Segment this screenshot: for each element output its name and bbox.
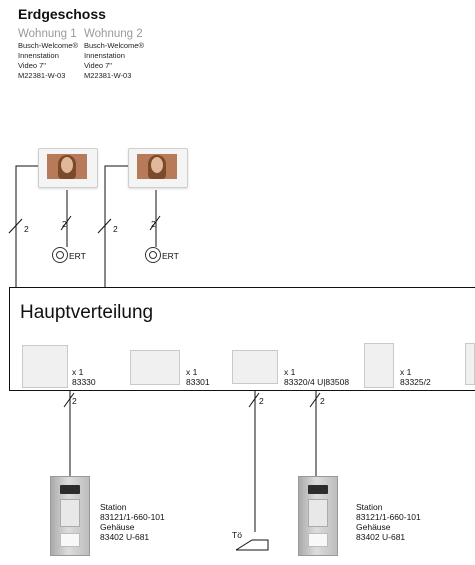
door-opener-label: Tö: [232, 530, 242, 540]
station-line: 83402 U-681: [100, 532, 150, 542]
camera-icon: [308, 485, 328, 494]
device-qty: x 1: [284, 367, 296, 377]
station-line: Gehäuse: [356, 522, 391, 532]
device-code: 83325/2: [400, 377, 431, 387]
device-qty: x 1: [186, 367, 198, 377]
unit-wohnung-1: Wohnung 1 Busch-Welcome® Innenstation Vi…: [18, 28, 78, 81]
ert-label: ERT: [69, 251, 86, 261]
station-line: 83121/1-660-101: [100, 512, 165, 522]
wire-count: 2: [151, 219, 156, 229]
ert-label: ERT: [162, 251, 179, 261]
monitor-screen: [47, 154, 87, 179]
ert-icon: [52, 247, 68, 263]
wire-count: 2: [320, 396, 325, 406]
station-2-info: Station 83121/1-660-101 Gehäuse 83402 U-…: [356, 502, 421, 542]
station-line: 83121/1-660-101: [356, 512, 421, 522]
indoor-monitor-2: [128, 148, 188, 188]
wire-wohnung-1: [15, 165, 38, 287]
station-line: Station: [356, 502, 383, 512]
unit-line: Busch-Welcome®: [84, 41, 144, 50]
unit-line: Innenstation: [84, 51, 125, 60]
door-opener-symbol: [235, 539, 269, 551]
distribution-title: Hauptverteilung: [20, 302, 154, 323]
unit-wohnung-2: Wohnung 2 Busch-Welcome® Innenstation Vi…: [84, 28, 144, 81]
device-code: 83320/4 U|83508: [284, 377, 350, 387]
device-code: 83301: [186, 377, 210, 387]
wire-count: 2: [62, 219, 67, 229]
wire-slash: [63, 392, 75, 408]
device-83301: [130, 350, 180, 385]
wire-count: 2: [24, 224, 29, 234]
wire-wohnung-2: [104, 165, 130, 287]
wire-slash: [60, 215, 72, 231]
wire-count: 2: [72, 396, 77, 406]
station-line: Gehäuse: [100, 522, 135, 532]
camera-icon: [60, 485, 80, 494]
device-code: 83330: [72, 377, 96, 387]
name-card: [308, 533, 328, 547]
station-line: 83402 U-681: [356, 532, 406, 542]
name-card: [60, 533, 80, 547]
ert-icon: [145, 247, 161, 263]
page-title: Erdgeschoss: [18, 6, 106, 22]
device-partial: [465, 343, 475, 385]
indoor-monitor-1: [38, 148, 98, 188]
wire-slash: [248, 392, 260, 408]
unit-line: Video 7": [84, 61, 112, 70]
wire-count: 2: [259, 396, 264, 406]
wire-slash: [97, 218, 112, 234]
wire-slash: [309, 392, 321, 408]
monitor-screen: [137, 154, 177, 179]
unit-line: Video 7": [18, 61, 46, 70]
wire-slash: [149, 215, 161, 231]
outdoor-station-1: [50, 476, 90, 556]
unit-line: M22381-W-03: [84, 71, 132, 80]
station-panel: [308, 499, 328, 527]
station-1-info: Station 83121/1-660-101 Gehäuse 83402 U-…: [100, 502, 165, 542]
device-qty: x 1: [400, 367, 412, 377]
unit-name: Wohnung 1: [18, 28, 77, 40]
device-83330: [22, 345, 68, 388]
unit-name: Wohnung 2: [84, 28, 143, 40]
device-83320: [232, 350, 278, 384]
device-83325: [364, 343, 394, 388]
distribution-box: [9, 287, 475, 391]
station-panel: [60, 499, 80, 527]
unit-line: M22381-W-03: [18, 71, 66, 80]
wire-count: 2: [113, 224, 118, 234]
station-line: Station: [100, 502, 127, 512]
device-qty: x 1: [72, 367, 84, 377]
unit-line: Innenstation: [18, 51, 59, 60]
unit-line: Busch-Welcome®: [18, 41, 78, 50]
wire-slash: [8, 218, 23, 234]
outdoor-station-2: [298, 476, 338, 556]
